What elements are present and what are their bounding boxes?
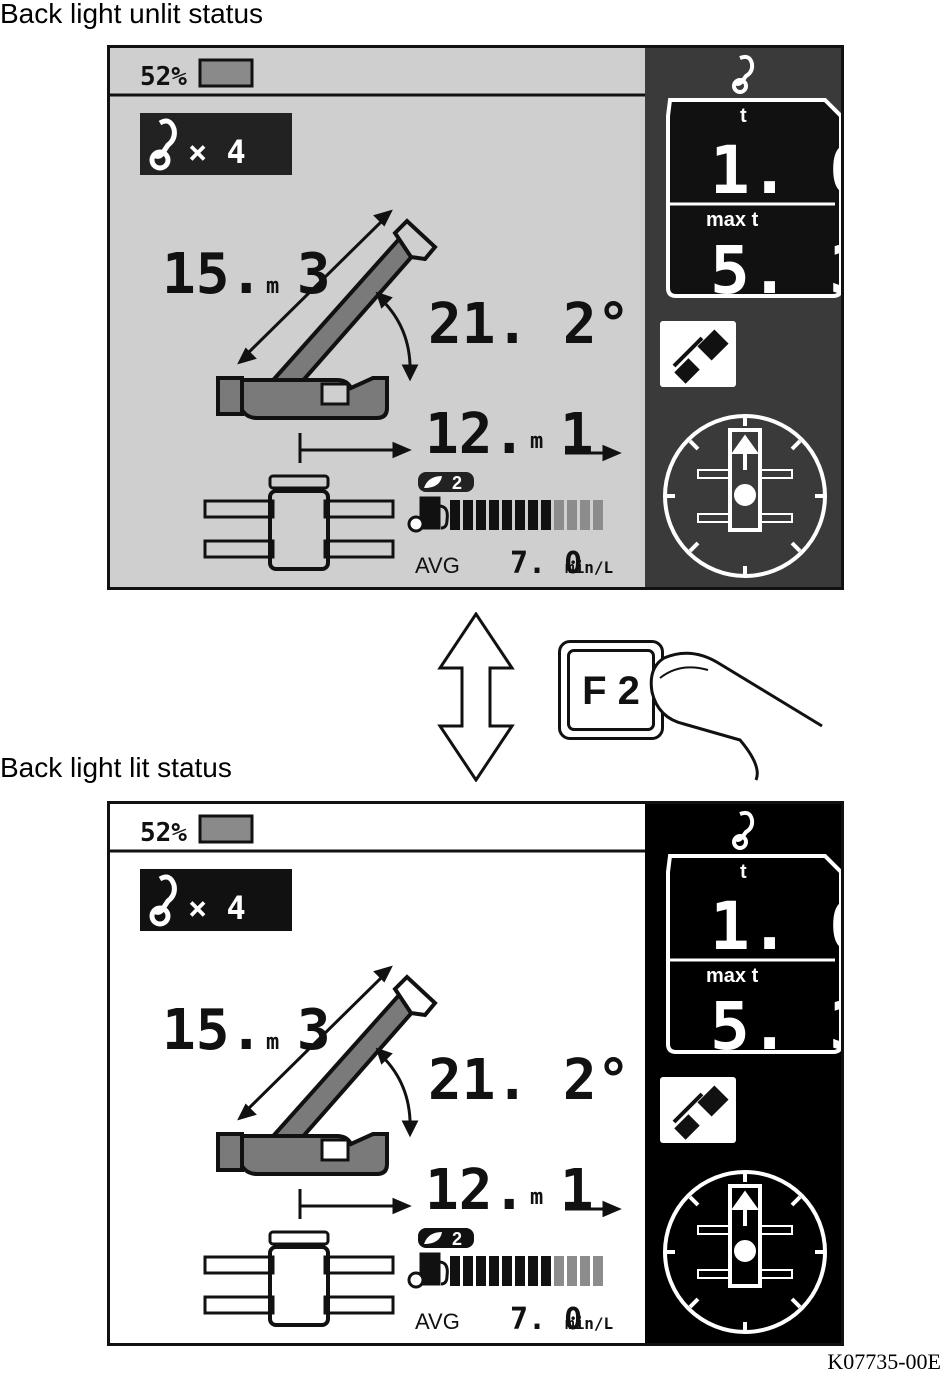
caption-unlit: Back light unlit status <box>0 0 264 29</box>
fuel-consumption-bar <box>450 500 603 530</box>
radius-arrow-left <box>298 1189 412 1219</box>
fuel-bar-segment <box>580 500 590 530</box>
boom-angle-arrow <box>375 291 419 382</box>
caption-lit: Back light lit status <box>0 752 232 783</box>
fuel-pump-icon <box>407 1252 449 1289</box>
fuel-rate-value: 7. 0 <box>510 546 582 581</box>
max-load-value: 5. 3 <box>710 988 844 1065</box>
actual-load-value: 1. 0 <box>710 888 844 965</box>
boom-angle-arrow <box>375 1047 419 1138</box>
fuel-bar-segment <box>450 1256 460 1286</box>
fuel-bar-segment <box>489 500 499 530</box>
boom-length-arrow <box>237 965 393 1121</box>
avg-label: AVG <box>415 1309 460 1334</box>
f2-key-label: F 2 <box>582 669 640 713</box>
radius-arrow-left <box>298 433 412 463</box>
fuel-pump-icon <box>407 496 449 533</box>
fuel-bar-segment <box>463 1256 473 1286</box>
slewing-compass-icon <box>663 414 827 578</box>
battery-percent: 52% <box>140 818 187 848</box>
working-radius-value: 12. 1 <box>425 402 594 467</box>
fuel-bar-segment <box>554 500 564 530</box>
display-panel-lit: 52% × 4 15. 3 m 21. 2° <box>107 801 844 1346</box>
figure-code: K07735-00E <box>827 1349 941 1374</box>
crawler-base-icon <box>203 474 395 571</box>
view-change-button[interactable] <box>660 1077 736 1143</box>
crane-boom <box>216 218 438 420</box>
boom-length-arrow <box>237 209 393 365</box>
working-radius-value: 12. 1 <box>425 1158 594 1223</box>
crane-view-icon <box>672 329 729 384</box>
fuel-bar-segment <box>502 1256 512 1286</box>
actual-load-value: 1. 0 <box>710 132 844 209</box>
display-lit-canvas: 52% × 4 15. 3 m 21. 2° <box>110 804 844 1343</box>
fuel-bar-segment <box>528 1256 538 1286</box>
fuel-bar-segment <box>528 500 538 530</box>
radius-arrow-right <box>565 1200 622 1218</box>
load-hook-icon <box>732 54 755 94</box>
fuel-rate-unit: min/L <box>565 1314 613 1333</box>
fuel-bar-segment <box>567 500 577 530</box>
display-unlit-canvas: 52% × 4 15. 3 m <box>110 48 844 587</box>
crane-view-icon <box>672 1085 729 1140</box>
view-change-button[interactable] <box>660 321 736 387</box>
eco-mode-icon: 2 <box>418 1228 474 1249</box>
fuel-bar-segment <box>450 500 460 530</box>
slewing-compass-icon <box>663 1170 827 1334</box>
fuel-bar-segment <box>515 1256 525 1286</box>
load-unit: t <box>740 861 747 883</box>
load-hook-icon <box>732 810 755 850</box>
radius-arrow-right <box>565 444 622 462</box>
fuel-bar-segment <box>567 1256 577 1286</box>
finger-icon <box>649 651 823 781</box>
load-unit: t <box>740 105 747 127</box>
fuel-rate-value: 7. 0 <box>510 1302 582 1337</box>
max-load-value: 5. 3 <box>710 232 844 309</box>
fuel-bar-segment <box>593 500 603 530</box>
toggle-double-arrow <box>437 612 515 782</box>
hook-icon <box>149 874 177 927</box>
fuel-bar-segment <box>476 500 486 530</box>
fuel-bar-segment <box>554 1256 564 1286</box>
load-box <box>666 854 841 1054</box>
crawler-base-icon <box>203 1230 395 1327</box>
fuel-bar-segment <box>515 500 525 530</box>
eco-mode-icon: 2 <box>418 472 474 493</box>
fuel-bar-segment <box>502 500 512 530</box>
display-panel-unlit: 52% × 4 15. 3 m <box>107 45 844 590</box>
battery-icon <box>198 814 254 844</box>
hook-multiplier: × 4 <box>188 889 246 927</box>
load-box <box>666 98 841 298</box>
max-load-label: max t <box>706 209 759 231</box>
boom-length-unit: m <box>266 274 279 299</box>
boom-length-unit: m <box>266 1030 279 1055</box>
boom-length-value: 15. 3 <box>162 242 331 307</box>
boom-angle-value: 21. 2° <box>428 292 630 357</box>
battery-icon <box>198 58 254 88</box>
fuel-bar-segment <box>541 500 551 530</box>
fuel-bar-segment <box>541 1256 551 1286</box>
avg-label: AVG <box>415 553 460 578</box>
fuel-rate-unit: min/L <box>565 558 613 577</box>
working-radius-unit: m <box>530 429 543 454</box>
hook-icon <box>149 118 177 171</box>
max-load-label: max t <box>706 965 759 987</box>
fuel-bar-segment <box>580 1256 590 1286</box>
battery-percent: 52% <box>140 62 187 92</box>
hook-multiplier: × 4 <box>188 133 246 171</box>
svg-text:2: 2 <box>452 1229 462 1249</box>
fuel-bar-segment <box>463 500 473 530</box>
fuel-bar-segment <box>489 1256 499 1286</box>
svg-text:2: 2 <box>452 473 462 493</box>
working-radius-unit: m <box>530 1185 543 1210</box>
fuel-bar-segment <box>476 1256 486 1286</box>
fuel-bar-segment <box>593 1256 603 1286</box>
boom-angle-value: 21. 2° <box>428 1048 630 1113</box>
fuel-consumption-bar <box>450 1256 603 1286</box>
boom-length-value: 15. 3 <box>162 998 331 1063</box>
crane-boom <box>216 974 438 1176</box>
